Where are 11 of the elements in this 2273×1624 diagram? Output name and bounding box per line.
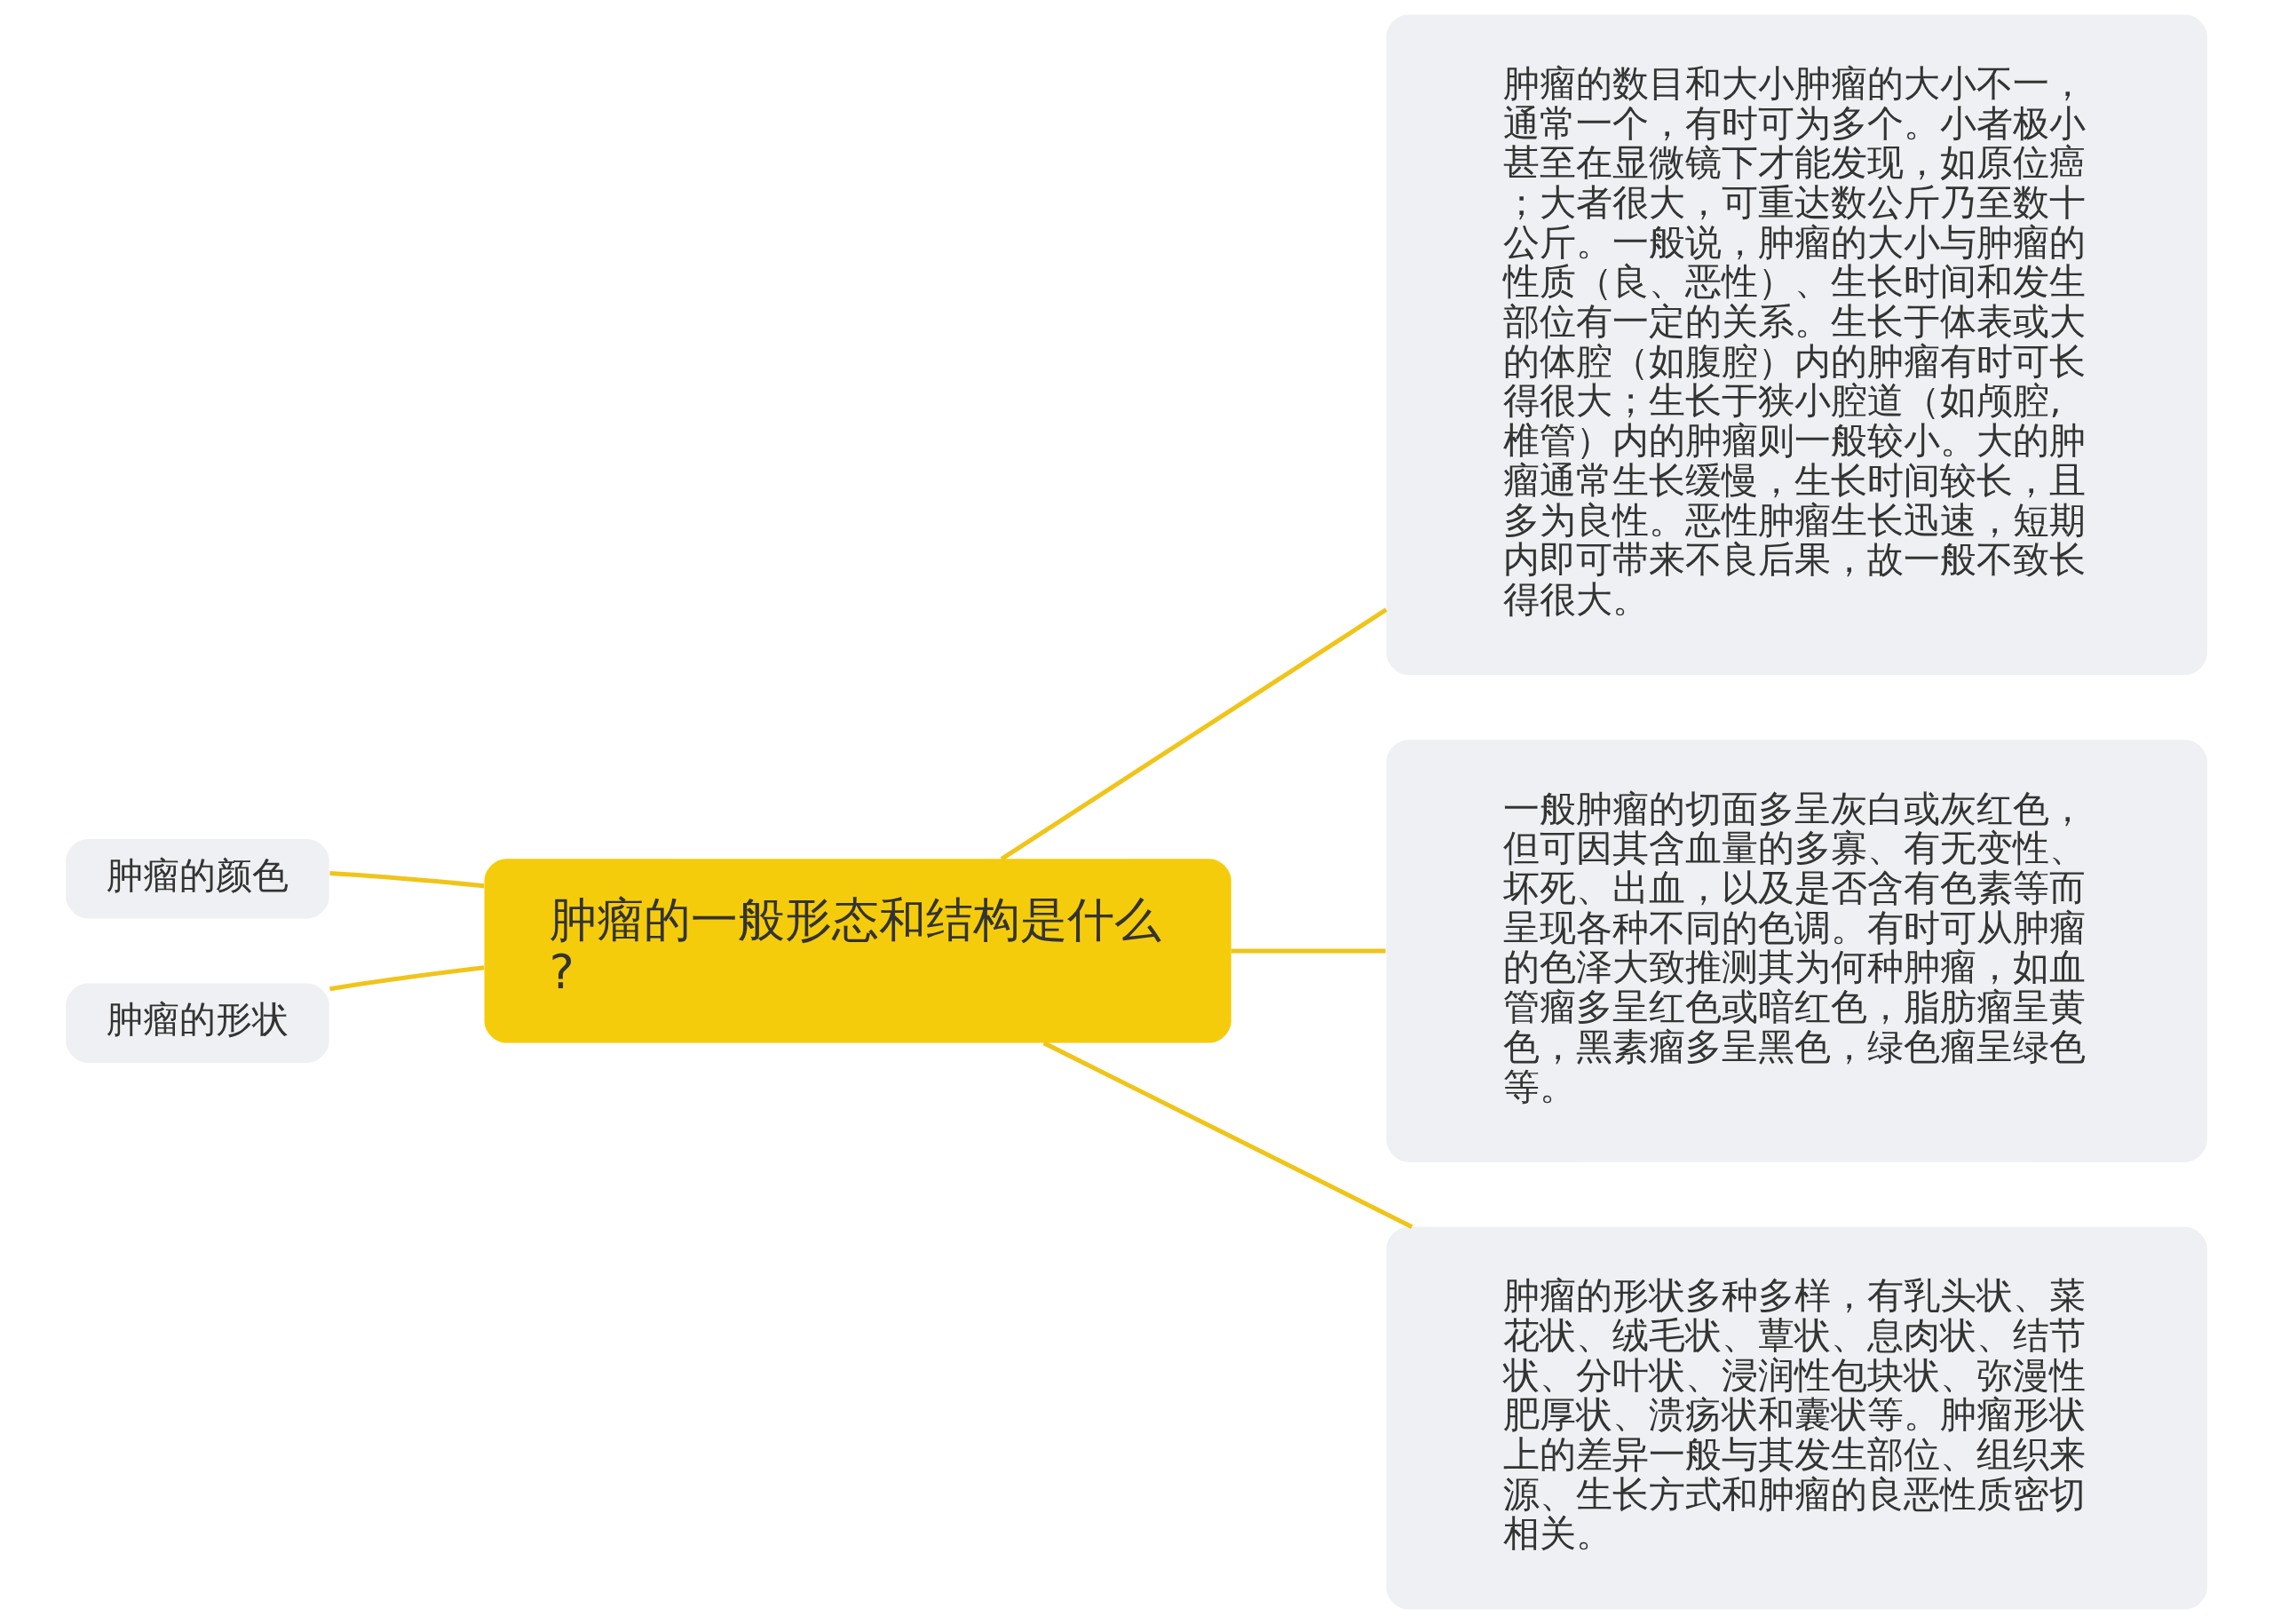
- node-box: 肿瘤的形状多种多样，有乳头状、菜花状、绒毛状、蕈状、息肉状、结节状、分叶状、浸润性包块状、弥漫性肥厚状、溃疡状和囊状等。肿瘤形状上的差异一般与其发生部位、组织来源、生长方式和肿瘤的良恶性质密切相关。: [1386, 1226, 2207, 1610]
- connector: [1042, 1041, 1414, 1229]
- node-box: 肿瘤的一般形态和结构是什么?: [484, 859, 1232, 1043]
- node-box: 一般肿瘤的切面多呈灰白或灰红色，但可因其含血量的多寡、有无变性、坏死、出血，以及是否含有色素等而呈现各种不同的色调。有时可从肿瘤的色泽大致推测其为何种肿瘤，如血管瘤多呈红色或暗红色，脂肪瘤呈黄色，黑素瘤多呈黑色，绿色瘤呈绿色等。: [1386, 740, 2207, 1162]
- node-box: 肿瘤的数目和大小肿瘤的大小不一，通常一个，有时可为多个。小者极小甚至在显微镜下才能发现，如原位癌；大者很大，可重达数公斤乃至数十公斤。一般说，肿瘤的大小与肿瘤的性质（良、恶性）、生长时间和发生部位有一定的关系。生长于体表或大的体腔（如腹腔）内的肿瘤有时可长得很大；生长于狭小腔道（如颅腔,椎管）内的肿瘤则一般较小。大的肿瘤通常生长缓慢，生长时间较长，且多为良性。恶性肿瘤生长迅速，短期内即可带来不良后果，故一般不致长得很大。: [1386, 14, 2207, 676]
- connector: [1231, 948, 1386, 954]
- connector: [329, 965, 485, 992]
- connector: [1000, 607, 1388, 861]
- node-box: 肿瘤的颜色: [66, 839, 329, 919]
- node-box: 肿瘤的形状: [66, 983, 329, 1063]
- connector: [329, 870, 485, 889]
